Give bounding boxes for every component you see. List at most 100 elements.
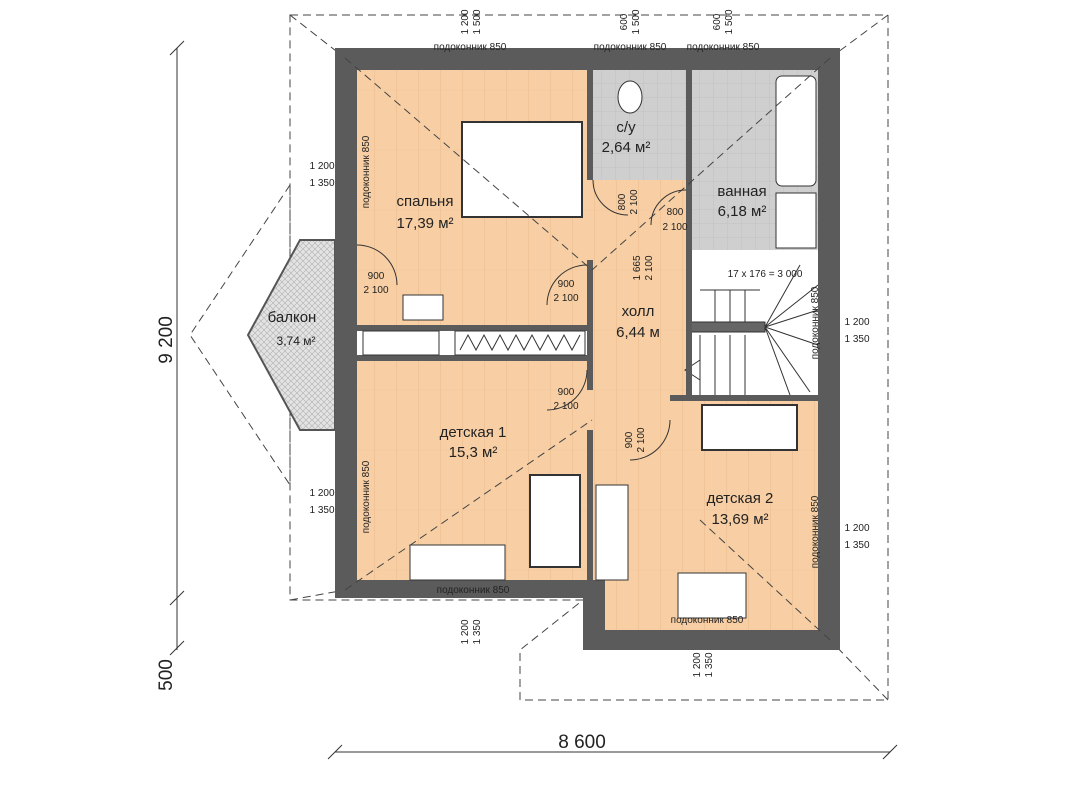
dimension-text: 800 <box>667 207 684 218</box>
dimension-text: 1 200 <box>309 161 334 172</box>
desk <box>409 544 506 581</box>
dimension-text: 1 350 <box>844 334 869 345</box>
height-dimension: 9 200 <box>156 316 177 364</box>
door-label: 900 2 100 <box>624 427 647 452</box>
room-area: 3,74 м² <box>277 334 316 348</box>
dimension-text: 600 <box>619 13 630 30</box>
room-area: 13,69 м² <box>711 511 768 528</box>
room-name: балкон <box>268 309 317 326</box>
dimension-text: 900 <box>624 431 635 448</box>
stairs-label: 17 x 176 = 3 000 <box>728 269 803 280</box>
dimension-text: 1 200 <box>460 9 471 34</box>
wardrobe <box>595 484 629 581</box>
dimension-text: 900 <box>558 387 575 398</box>
door-label: 900 2 100 <box>553 279 578 304</box>
dimension-vertical <box>169 40 185 656</box>
dimension-text: 900 <box>368 271 385 282</box>
room-name: с/у <box>616 119 636 136</box>
dimension-text: 2 100 <box>662 222 687 233</box>
room-area: 6,44 м <box>616 324 660 341</box>
window-label: 600 1 500 подоконник 850 <box>687 9 760 53</box>
door-label: 900 2 100 <box>363 271 388 296</box>
dimension-text: 2 100 <box>363 285 388 296</box>
dimension-text: 900 <box>558 279 575 290</box>
door-label: 800 2 100 <box>617 189 640 214</box>
dimension-text: 1 200 <box>844 317 869 328</box>
room-name: ванная <box>717 183 766 200</box>
width-dimension: 8 600 <box>558 732 606 753</box>
dimension-text: подоконник 850 <box>671 615 744 626</box>
dimension-text: 2 100 <box>629 189 640 214</box>
window-label: 600 1 500 подоконник 850 <box>594 9 667 53</box>
dimension-text: 2 100 <box>644 255 655 280</box>
bathtub <box>775 75 817 187</box>
window-label: подоконник 850 1 200 1 350 <box>671 615 744 678</box>
dimension-text: 1 350 <box>309 178 334 189</box>
shower <box>775 192 817 249</box>
room-area: 17,39 м² <box>396 215 453 232</box>
room-name: спальня <box>397 193 454 210</box>
dimension-text: 1 665 <box>632 255 643 280</box>
dimension-text: 1 200 <box>460 619 471 644</box>
room-kids1: детская 1 15,3 м² <box>440 424 507 461</box>
dimension-text: 1 200 <box>844 523 869 534</box>
room-area: 6,18 м² <box>718 203 767 220</box>
dimension-text: 1 200 <box>692 652 703 677</box>
dimension-text: подоконник 850 <box>434 42 507 53</box>
dimension-text: 2 100 <box>553 293 578 304</box>
room-bedroom: спальня 17,39 м² <box>396 193 453 232</box>
window-label: 1 200 1 350 подоконник 850 <box>810 286 870 359</box>
room-wc: с/у 2,64 м² <box>602 119 651 156</box>
room-name: детская 2 <box>707 490 774 507</box>
dimension-text: 1 350 <box>472 619 483 644</box>
double-bed <box>461 121 583 218</box>
room-area: 15,3 м² <box>449 444 498 461</box>
dimension-text: 800 <box>617 193 628 210</box>
dimension-text: 1 500 <box>472 9 483 34</box>
dimension-text: подоконник 850 <box>437 585 510 596</box>
dimension-text: подоконник 850 <box>594 42 667 53</box>
dimension-text: 2 100 <box>636 427 647 452</box>
dimension-text: 600 <box>712 13 723 30</box>
dimension-text: подоконник 850 <box>361 135 372 208</box>
stairs <box>684 264 819 396</box>
dimension-text: подоконник 850 <box>361 460 372 533</box>
single-bed <box>701 404 798 451</box>
dimension-text: подоконник 850 <box>810 286 821 359</box>
window-label: 1 200 1 500 подоконник 850 <box>434 9 507 53</box>
desk <box>677 572 747 619</box>
wardrobe <box>454 330 586 356</box>
room-name: холл <box>622 303 655 320</box>
dimension-text: 1 500 <box>724 9 735 34</box>
room-kids2: детская 2 13,69 м² <box>707 490 774 528</box>
roof-projection-lines <box>344 57 831 641</box>
window-label: 1 200 1 350 подоконник 850 <box>309 135 372 208</box>
dimension-text: подоконник 850 <box>810 495 821 568</box>
room-area: 2,64 м² <box>602 139 651 156</box>
dimension-text: 1 350 <box>704 652 715 677</box>
dimension-text: 1 200 <box>309 488 334 499</box>
dimension-text: 1 350 <box>309 505 334 516</box>
balcony-floor <box>246 239 336 431</box>
dimension-horizontal <box>327 744 898 760</box>
door-swings <box>356 179 687 461</box>
toilet <box>617 80 643 114</box>
room-bathroom: ванная 6,18 м² <box>717 183 766 220</box>
walls <box>335 48 840 650</box>
door-label: 800 2 100 <box>662 207 687 233</box>
dimension-text: 2 100 <box>553 401 578 412</box>
room-balcony: балкон 3,74 м² <box>268 309 317 348</box>
dimension-text: подоконник 850 <box>687 42 760 53</box>
room-name: детская 1 <box>440 424 507 441</box>
window-label: 1 200 1 350 подоконник 850 <box>309 460 372 533</box>
dimension-text: 1 500 <box>631 9 642 34</box>
dimension-text: 1 350 <box>844 540 869 551</box>
window-label: 1 200 1 350 подоконник 850 <box>810 495 870 568</box>
wardrobe <box>362 330 440 356</box>
floor-wc <box>592 70 690 180</box>
offset-dimension: 500 <box>156 659 177 691</box>
room-hall: холл 6,44 м <box>616 303 660 341</box>
door-label: 1 665 2 100 <box>632 255 655 280</box>
sofa <box>529 474 581 568</box>
desk <box>402 294 444 321</box>
